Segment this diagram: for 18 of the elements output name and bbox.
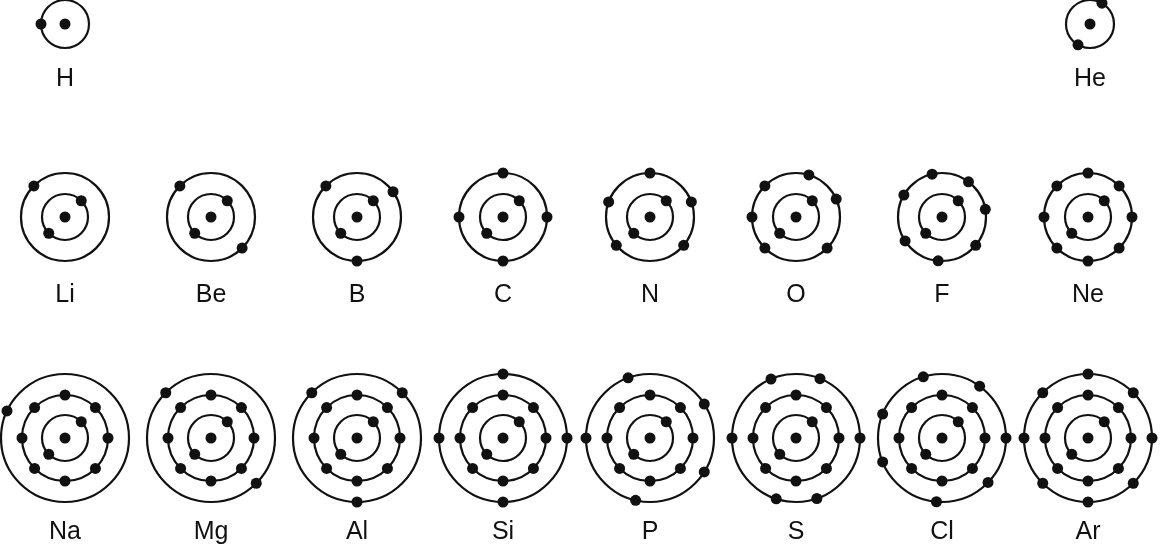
element-symbol: Ne [1072, 279, 1104, 307]
element-symbol: Al [345, 516, 369, 544]
element-symbol: Na [49, 516, 81, 544]
element-symbol: P [641, 516, 659, 544]
element-symbol: Be [195, 279, 227, 307]
element-symbol: S [787, 516, 805, 544]
element-symbol: Cl [930, 516, 954, 544]
element-symbol: H [55, 63, 75, 91]
element-symbol: N [640, 279, 660, 307]
element-symbol: F [934, 279, 950, 307]
element-symbol: Mg [193, 516, 229, 544]
element-symbol: C [493, 279, 513, 307]
element-symbol: O [786, 279, 806, 307]
element-symbol: Si [491, 516, 515, 544]
element-symbol: Ar [1075, 516, 1101, 544]
element-symbol: He [1074, 63, 1106, 91]
element-symbol: B [348, 279, 366, 307]
element-symbol: Li [55, 279, 75, 307]
